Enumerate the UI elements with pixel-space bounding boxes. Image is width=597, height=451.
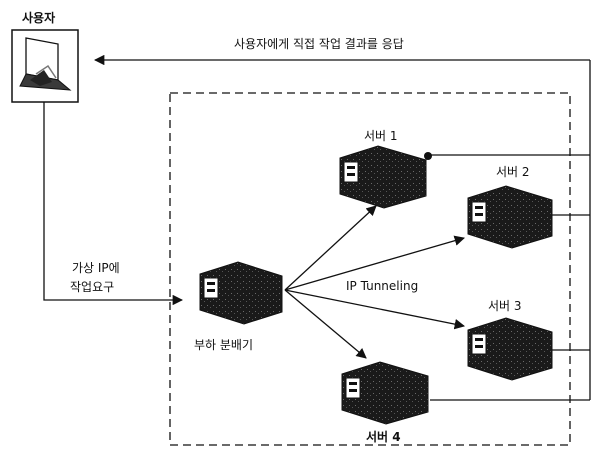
server-3-machine [467,317,553,381]
user-label: 사용자 [22,11,56,25]
balancer-label: 부하 분배기 [194,338,254,352]
server-cluster-boundary [169,92,571,446]
tunnel-arrow-server-1 [284,205,377,291]
request-label-line2: 작업요구 [70,280,115,294]
server-4-machine [341,361,429,425]
tunnel-arrow-server-4 [284,289,367,359]
server-3-label: 서버 3 [488,299,522,313]
server-2-machine [467,185,553,249]
server-2-label: 서버 2 [496,165,530,179]
laptop-user-icon [19,37,72,91]
tunneling-label: IP Tunneling [346,279,419,293]
balancer-machine [199,261,283,325]
server-1-label: 서버 1 [364,129,398,143]
server-1-machine [339,145,432,209]
server-4-label: 서버 4 [366,430,401,444]
tunnel-arrow-server-2 [284,235,465,291]
request-label-line1: 가상 IP에 [72,261,120,275]
request-line [43,102,184,306]
tunnel-arrow-server-3 [284,289,466,330]
response-label: 사용자에게 직접 작업 결과를 응답 [234,37,404,51]
